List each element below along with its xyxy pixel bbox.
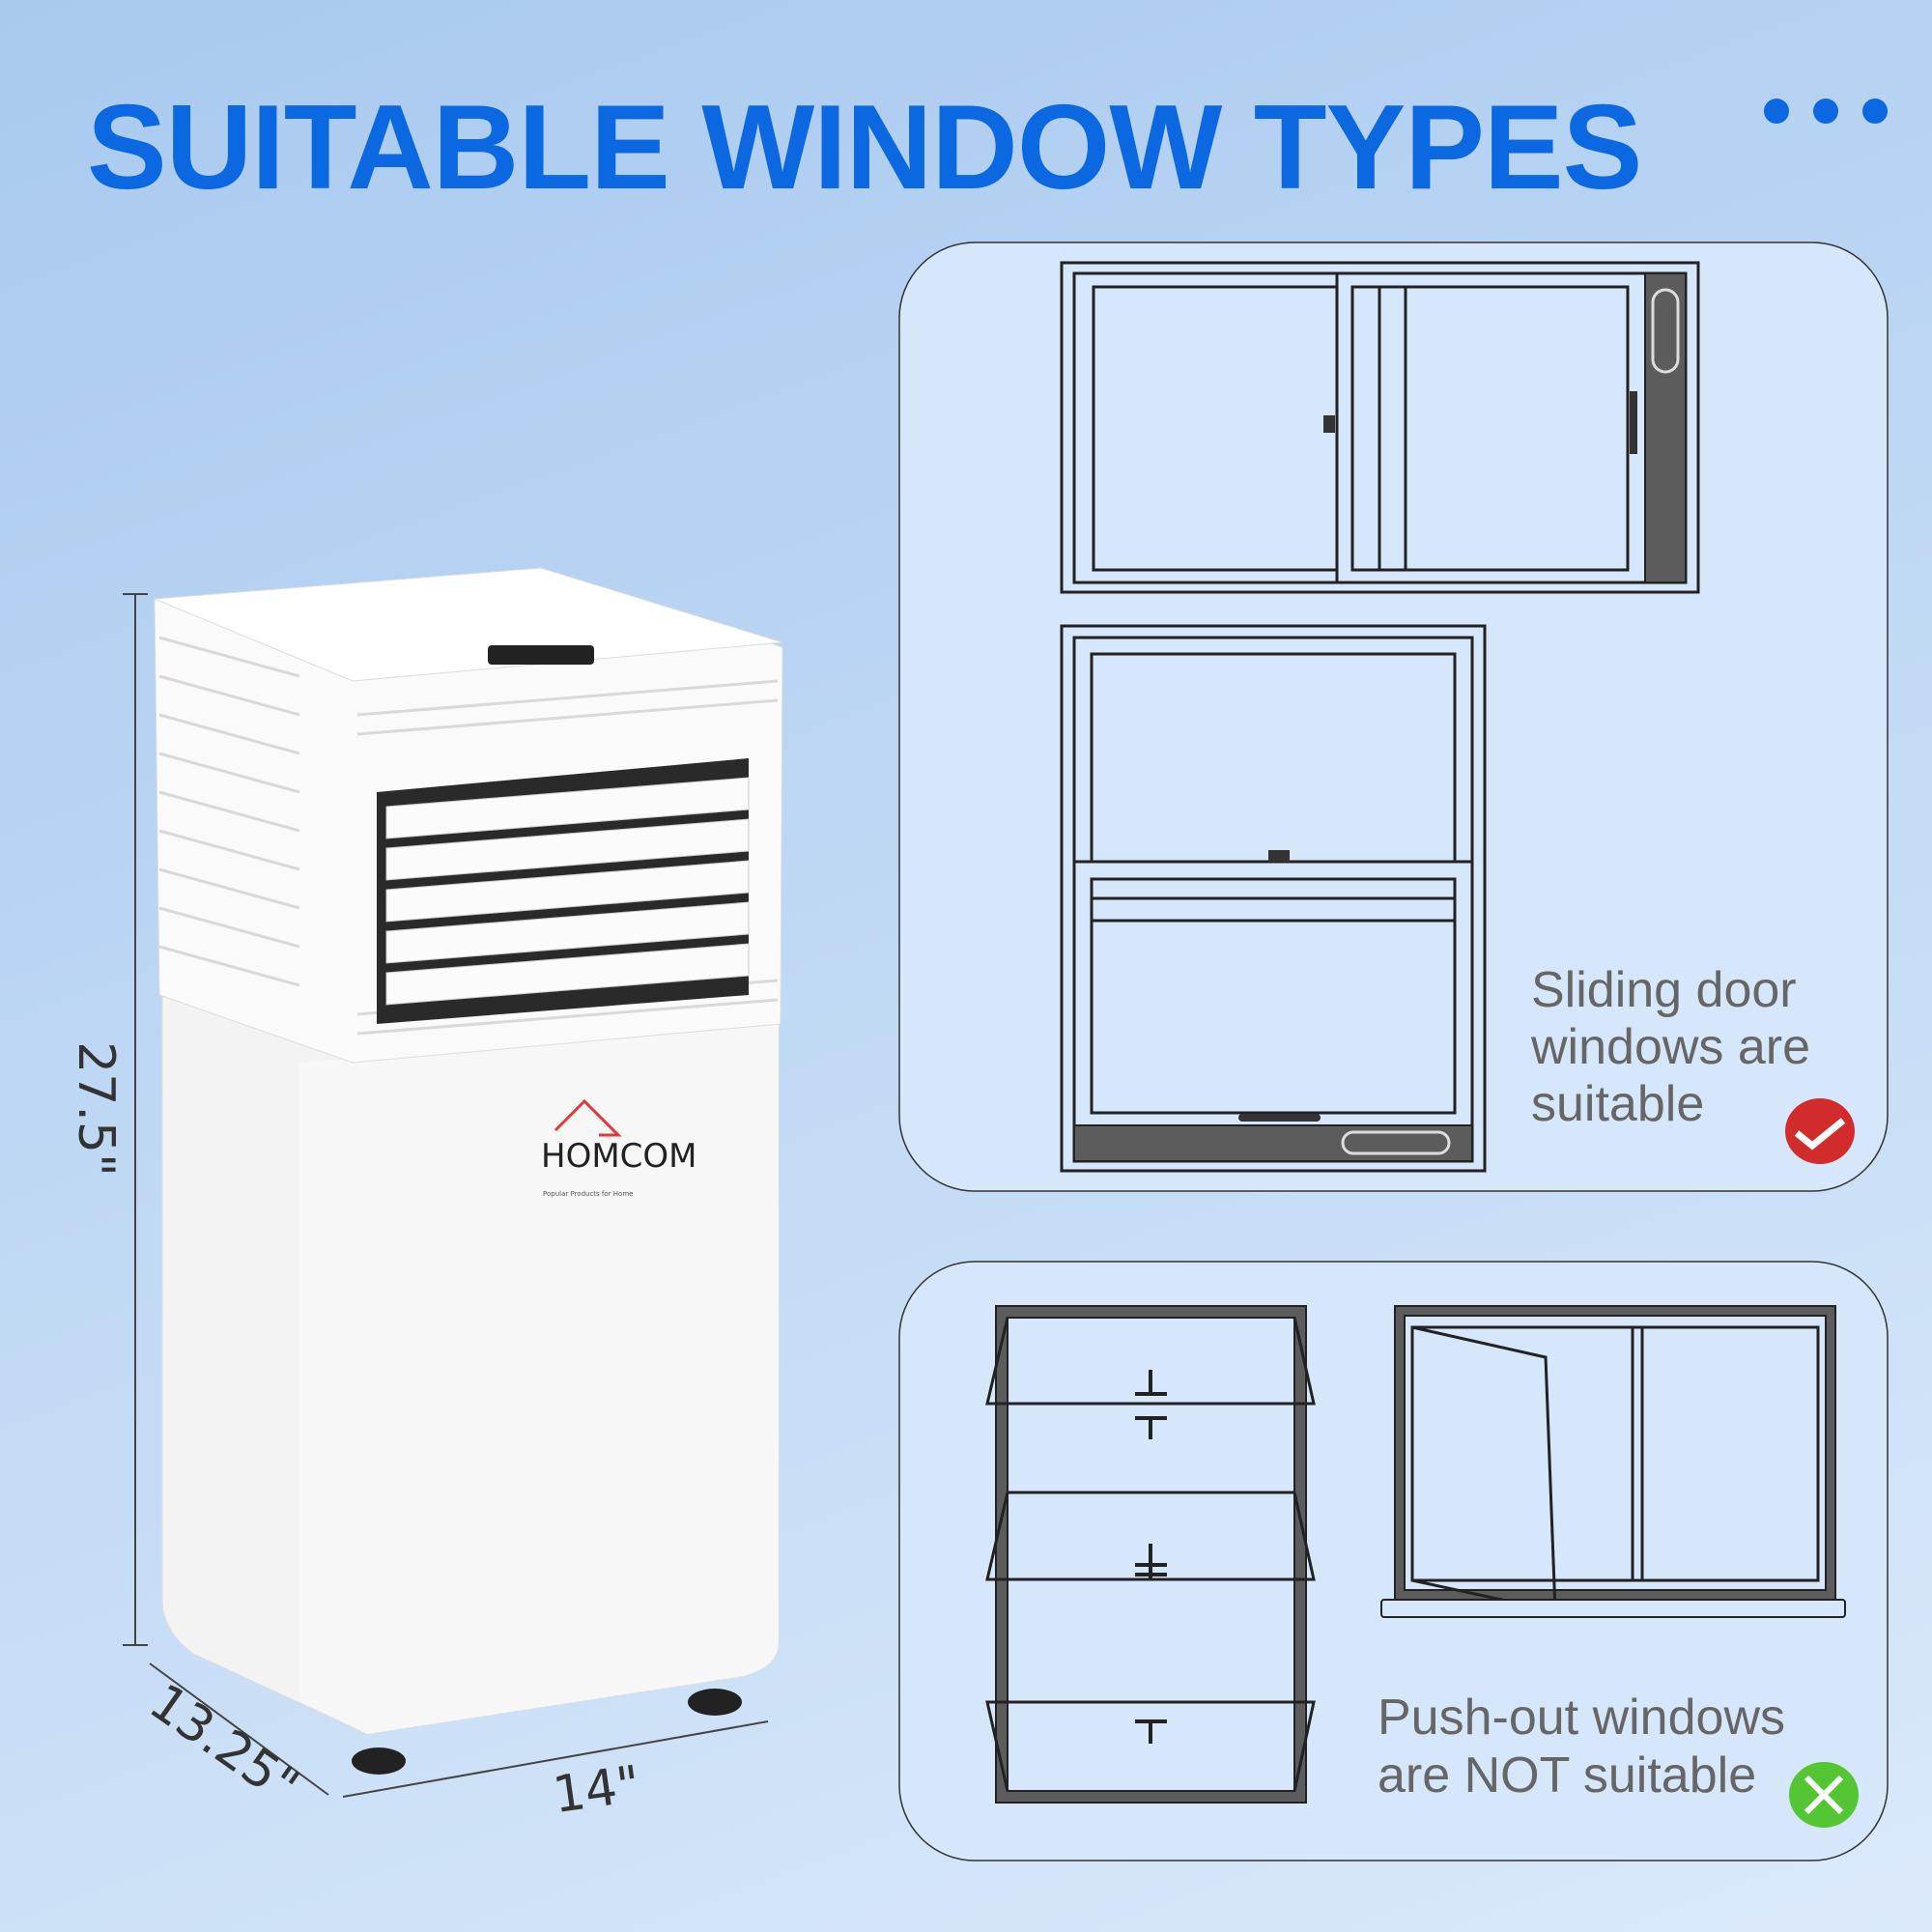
checkmark-icon [1785, 1098, 1855, 1164]
height-dimension: 27.5" [67, 1041, 125, 1177]
width-dimension: 14" [550, 1755, 644, 1825]
unsuitable-caption-line-1: Push-out windows [1378, 1690, 1785, 1746]
sliding-window-drawing [1060, 261, 1700, 594]
homcom-logo: HOMCOM Popular Products for Home [541, 1098, 697, 1198]
casement-window-drawing [1380, 1305, 1846, 1618]
dimension-lines [123, 593, 769, 1798]
page-title: SUITABLE WINDOW TYPES [87, 81, 1642, 214]
cross-icon [1789, 1762, 1859, 1828]
hung-window-drawing [1060, 624, 1487, 1173]
three-dots-icon[interactable] [1764, 99, 1888, 124]
air-conditioner-image: HOMCOM Popular Products for Home [154, 567, 783, 1775]
unsuitable-windows-panel: Push-out windows are NOT suitable [898, 1261, 1889, 1861]
awning-window-drawing [985, 1305, 1316, 1804]
suitable-windows-panel: Sliding door windows are suitable [898, 242, 1889, 1192]
brand-logo-text: HOMCOM [541, 1137, 697, 1176]
brand-tagline: Popular Products for Home [543, 1190, 633, 1198]
unsuitable-caption-line-2: are NOT suitable [1378, 1747, 1756, 1804]
suitable-caption-line-1: Sliding door [1531, 962, 1797, 1018]
suitable-caption-line-2: windows are [1530, 1019, 1810, 1075]
suitable-caption-line-3: suitable [1531, 1076, 1704, 1132]
